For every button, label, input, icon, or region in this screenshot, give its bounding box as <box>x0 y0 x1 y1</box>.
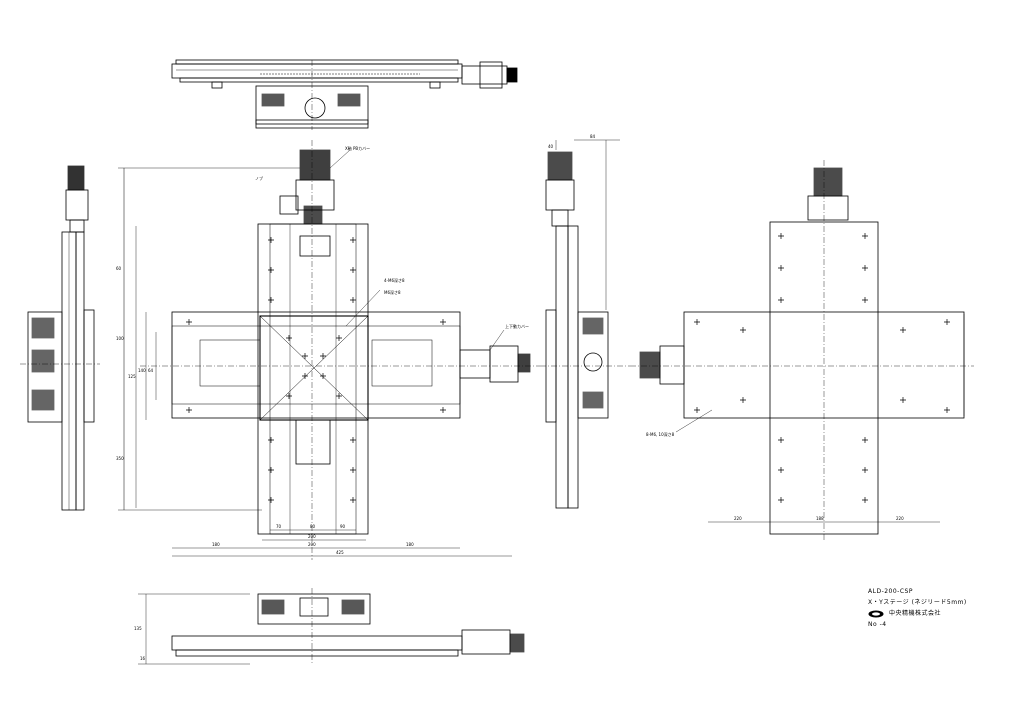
middle-side-view <box>540 139 630 509</box>
dim-bottom-5: 200 <box>308 534 316 539</box>
right-plan-view <box>630 160 974 540</box>
dim-front-left-2: 100 <box>116 336 124 341</box>
dim-bottom-view-1: 135 <box>134 626 142 631</box>
dim-front-left-3: 125 <box>128 374 136 379</box>
dim-side-top-1: 84 <box>590 134 596 139</box>
company-name: 中央精機株式会社 <box>889 610 942 617</box>
callout-1: 4-M6深さ8 <box>384 277 405 283</box>
mounting-holes-front <box>186 237 446 503</box>
front-plan-view <box>118 140 540 560</box>
callout-2: M6深さ8 <box>384 289 401 295</box>
dim-bottom-3: 425 <box>336 550 344 555</box>
dim-right-1: 220 <box>734 516 742 521</box>
dim-side-top-2: 40 <box>548 144 554 149</box>
dim-bottom-4: 180 <box>406 542 414 547</box>
title-block: ALD-200-CSP X・Yステージ (ネジリード5mm) 中央精機株式会社 … <box>868 586 1018 630</box>
dim-front-inner-1: 70 <box>276 524 282 529</box>
callout-4: 上下動カバー <box>505 323 529 329</box>
sheet-number: No -4 <box>868 621 887 628</box>
left-side-view <box>20 165 100 511</box>
callout-6: 8-M6, 10深さ8 <box>646 431 675 437</box>
dim-front-inner-2: 80 <box>310 524 316 529</box>
company-logo-icon <box>868 610 884 617</box>
dim-front-left-4: 350 <box>116 456 124 461</box>
dim-front-inner-3: 90 <box>340 524 346 529</box>
dim-right-3: 220 <box>896 516 904 521</box>
stage-description: X・Yステージ (ネジリード5mm) <box>868 599 967 606</box>
callout-3: X軸 PBカバー <box>345 145 370 151</box>
dim-bottom-2: 200 <box>308 542 316 547</box>
top-elevation-view <box>171 59 518 130</box>
dim-front-left-5: 140 <box>138 368 146 373</box>
dimension-labels: 60 100 125 350 140 64 70 80 90 4-M6深さ8 M… <box>116 134 904 661</box>
bottom-elevation-view <box>138 588 525 665</box>
callout-5: ノブ <box>255 175 263 181</box>
dim-front-left-1: 60 <box>116 266 122 271</box>
dim-bottom-view-2: 16 <box>140 656 146 661</box>
dim-right-2: 188 <box>816 516 824 521</box>
dim-bottom-1: 180 <box>212 542 220 547</box>
dim-front-left-6: 64 <box>148 368 154 373</box>
model-number: ALD-200-CSP <box>868 588 913 595</box>
